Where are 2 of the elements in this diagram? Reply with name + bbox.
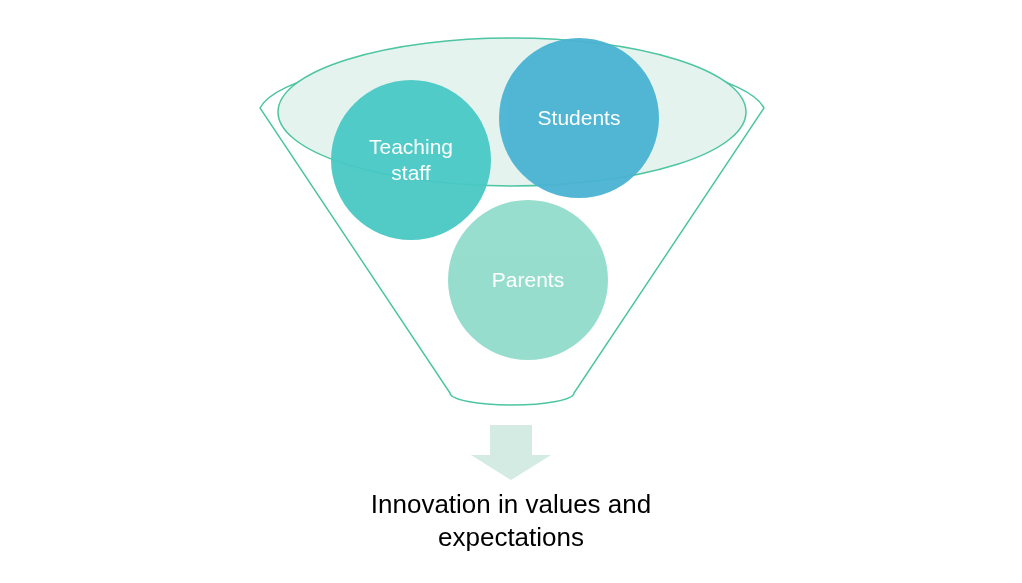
result-text: Innovation in values and expectations [330,488,692,558]
block-arrow [471,425,551,480]
